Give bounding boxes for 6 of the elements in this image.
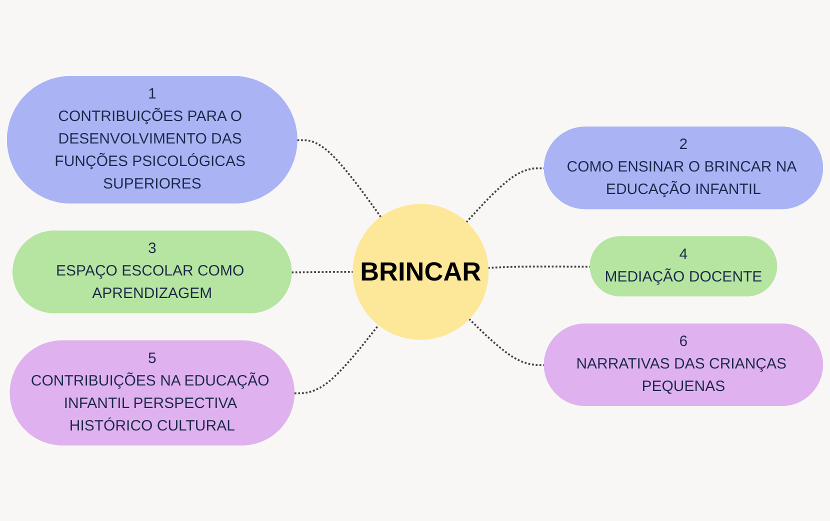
connector <box>297 139 382 218</box>
connector <box>294 324 380 394</box>
connector <box>468 318 545 366</box>
node-circle: BRINCAR <box>352 204 489 340</box>
connector <box>292 270 354 274</box>
connector <box>466 167 545 223</box>
